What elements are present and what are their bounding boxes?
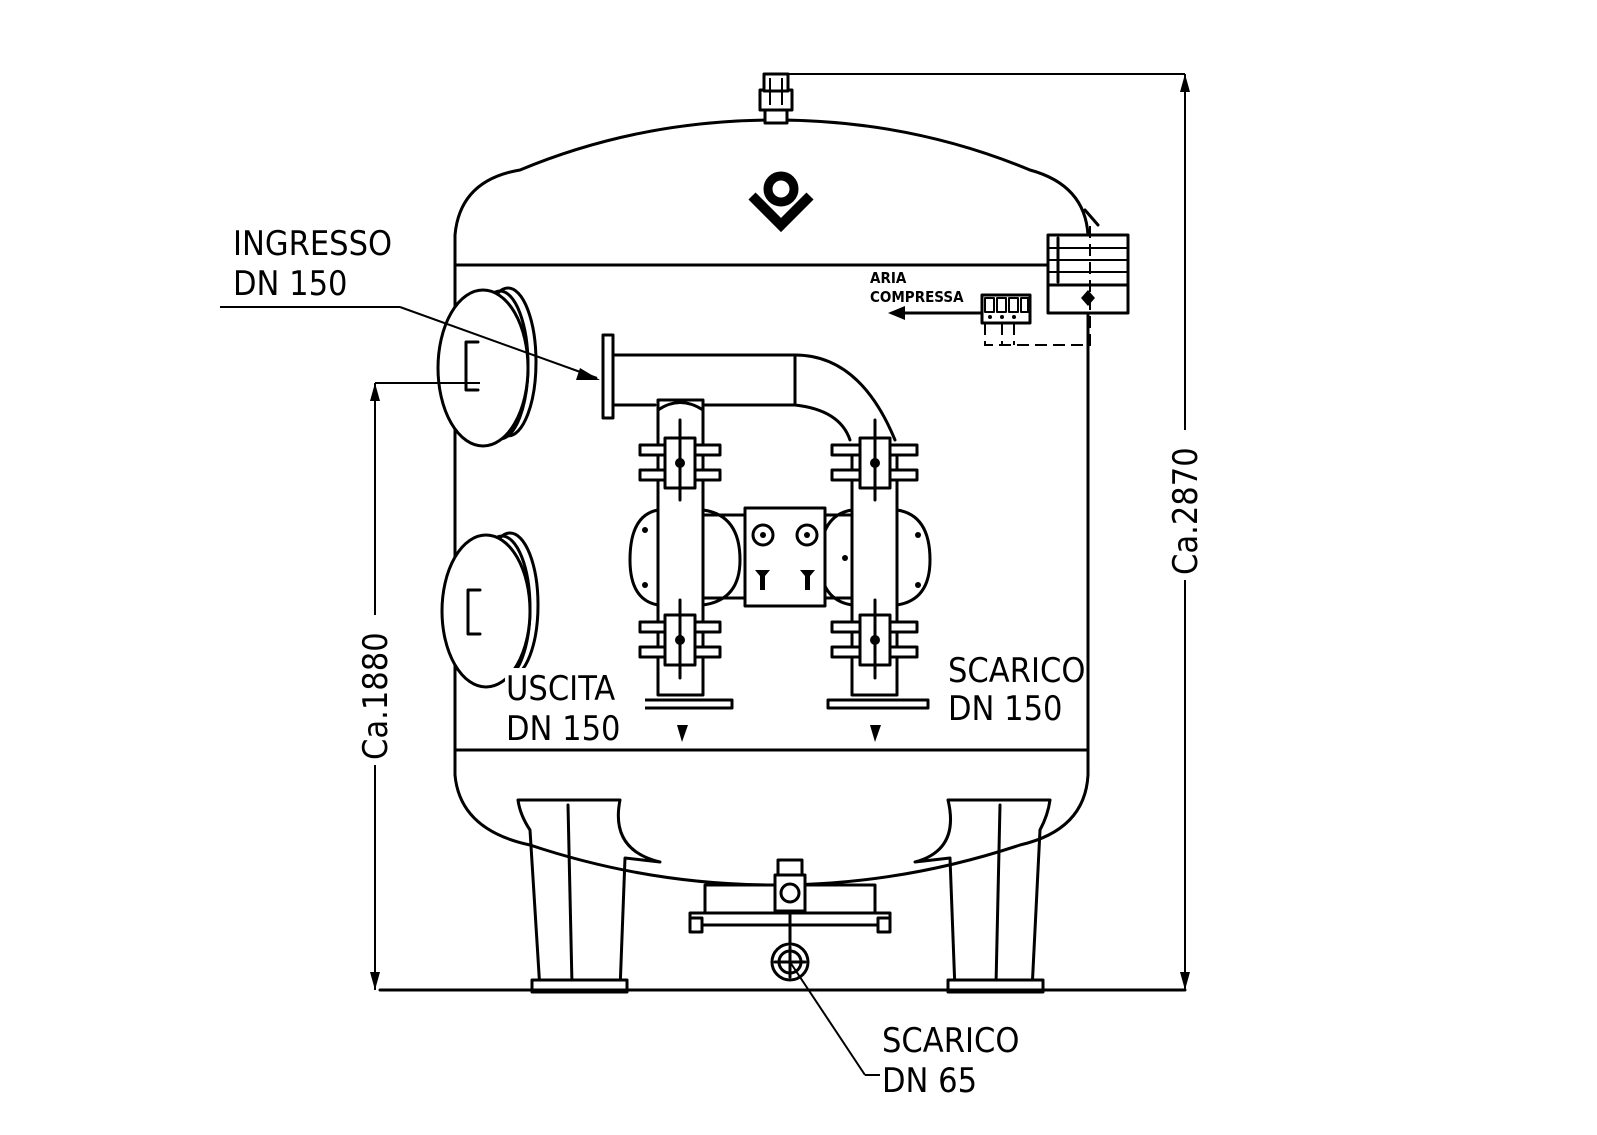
bottom-drain-size-label: DN 65 bbox=[882, 1061, 977, 1101]
air-label: ARIA bbox=[870, 269, 907, 287]
leader-lines bbox=[220, 306, 880, 1076]
pressure-gauge-icon bbox=[751, 523, 775, 547]
lower-manhole bbox=[440, 531, 540, 689]
control-box bbox=[1046, 208, 1130, 315]
inlet-height-dimension: Ca.1880 bbox=[356, 632, 396, 760]
drain-size-label: DN 150 bbox=[948, 689, 1063, 729]
top-air-vent bbox=[758, 72, 794, 125]
bottom-drain-label: SCARICO bbox=[882, 1021, 1019, 1061]
left-support-leg bbox=[516, 798, 662, 994]
air-label-2: COMPRESSA bbox=[870, 288, 964, 306]
dimension-inlet-height bbox=[360, 382, 480, 990]
drain-label: SCARICO bbox=[948, 651, 1085, 691]
outlet-label-bg bbox=[505, 668, 645, 748]
outlet-size-label: DN 150 bbox=[506, 709, 621, 749]
inlet-label: INGRESSO bbox=[233, 224, 392, 264]
outlet-label: USCITA bbox=[506, 669, 615, 709]
right-support-leg bbox=[913, 798, 1052, 994]
total-height-dimension: Ca.2870 bbox=[1166, 447, 1206, 575]
pressure-gauge-icon bbox=[795, 523, 819, 547]
air-manifold bbox=[888, 225, 1091, 346]
dimension-total-height bbox=[785, 73, 1200, 990]
upper-manhole bbox=[436, 286, 538, 448]
inlet-size-label: DN 150 bbox=[233, 264, 348, 304]
left-valve-column bbox=[630, 398, 734, 742]
gauge-panel bbox=[701, 506, 854, 608]
brand-logo bbox=[748, 171, 814, 233]
bottom-drain-assembly bbox=[688, 858, 892, 982]
vessel-shell bbox=[453, 118, 1090, 887]
inlet-pipe bbox=[601, 333, 897, 442]
right-valve-column bbox=[826, 418, 930, 742]
